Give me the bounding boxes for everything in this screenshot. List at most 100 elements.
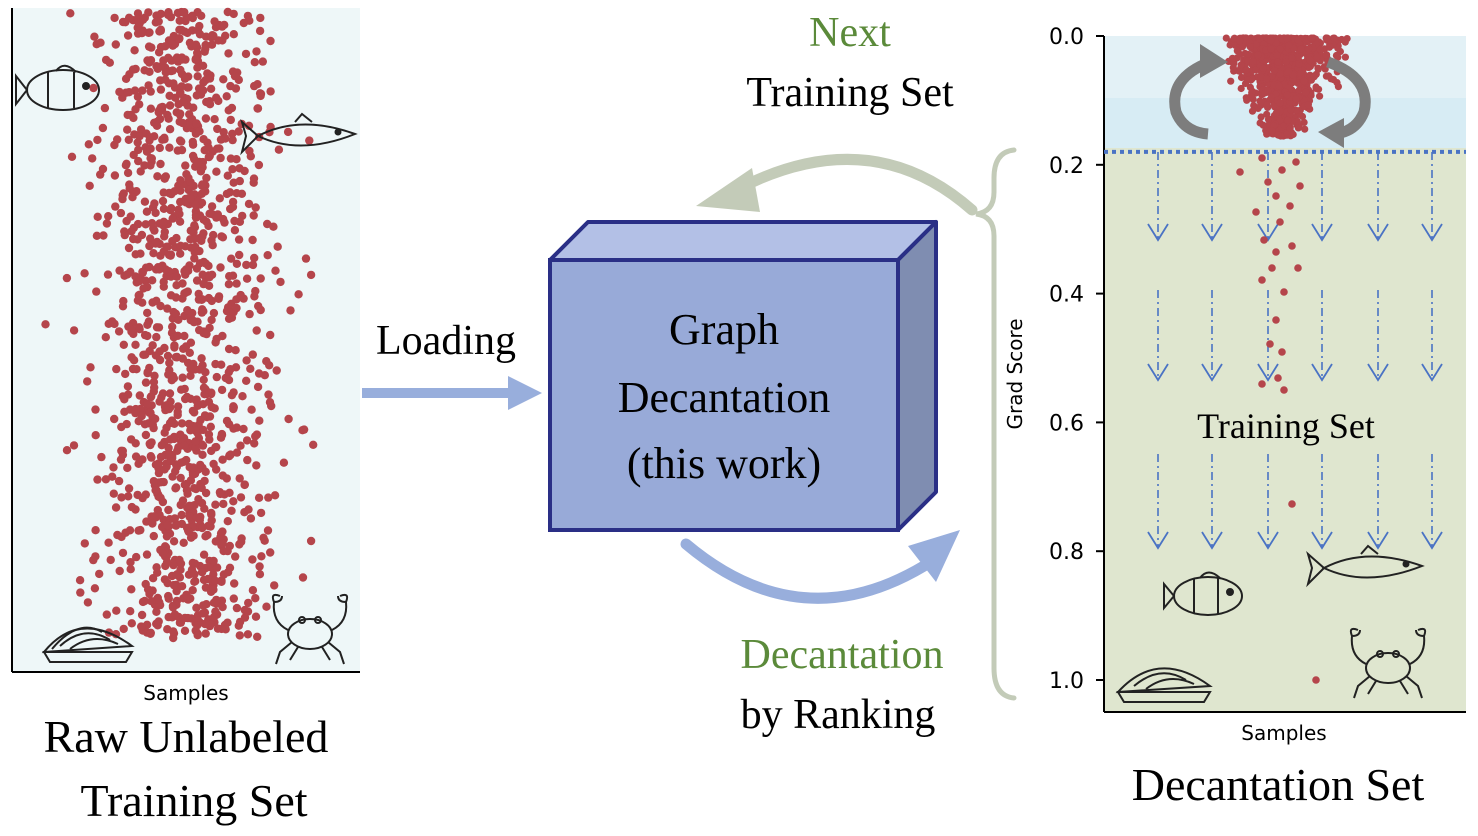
- scatter-dot: [240, 605, 249, 615]
- scatter-dot: [80, 539, 90, 548]
- scatter-dot: [175, 34, 184, 43]
- scatter-dot: [234, 235, 244, 244]
- scatter-dot: [229, 178, 238, 187]
- scatter-dot: [146, 628, 155, 637]
- scatter-dot: [231, 552, 240, 561]
- scatter-dot: [210, 115, 219, 124]
- scatter-dot: [143, 320, 152, 329]
- scatter-dot: [173, 407, 182, 417]
- scatter-dot: [212, 465, 221, 474]
- scatter-dot: [1286, 202, 1294, 210]
- swirl-arrow-right-icon: [1318, 56, 1371, 148]
- scatter-dot: [184, 527, 193, 537]
- scatter-dot: [186, 426, 195, 435]
- scatter-dot: [229, 403, 238, 412]
- scatter-dot: [180, 267, 189, 276]
- scatter-dot: [168, 472, 177, 481]
- scatter-dot: [163, 110, 172, 120]
- scatter-dot: [157, 441, 166, 450]
- scatter-dot: [171, 484, 180, 493]
- scatter-dot: [249, 174, 259, 183]
- scatter-dot: [190, 570, 199, 579]
- scatter-dot: [164, 443, 173, 453]
- scatter-dot: [211, 537, 220, 546]
- crab-icon: [1349, 627, 1427, 699]
- scatter-dot: [90, 584, 100, 593]
- scatter-dot: [1280, 386, 1288, 394]
- scatter-dot: [209, 585, 218, 594]
- decantation-label: Decantation: [741, 632, 944, 678]
- scatter-dot: [199, 135, 208, 144]
- scatter-dot: [1236, 168, 1244, 176]
- scatter-dot: [115, 566, 124, 576]
- scatter-dot: [211, 576, 220, 585]
- scatter-dot: [91, 405, 100, 414]
- scatter-dot: [156, 452, 166, 462]
- scatter-dot: [1286, 124, 1294, 133]
- scatter-dot: [121, 74, 131, 84]
- scatter-dot: [224, 344, 234, 354]
- scatter-dot: [220, 20, 229, 30]
- scatter-dot: [186, 364, 195, 373]
- scatter-dot: [198, 180, 207, 189]
- scatter-dot: [250, 58, 259, 67]
- scatter-dot: [263, 251, 272, 260]
- scatter-dot: [184, 83, 193, 92]
- scatter-dot: [123, 110, 132, 120]
- scatter-dot: [263, 526, 273, 535]
- scatter-dot: [215, 488, 225, 497]
- scatter-dot: [1284, 116, 1292, 124]
- right-x-axis-label: Samples: [1241, 721, 1326, 745]
- scatter-dot: [180, 331, 189, 341]
- scatter-dot: [183, 489, 192, 498]
- scatter-dot: [108, 317, 117, 326]
- scatter-dot: [223, 568, 233, 577]
- scatter-dot: [266, 36, 275, 46]
- scatter-dot: [177, 582, 187, 591]
- scatter-dot: [170, 610, 180, 619]
- scatter-dot: [218, 527, 227, 536]
- scatter-dot: [229, 424, 238, 433]
- scatter-dot: [156, 493, 165, 502]
- down-arrow: [1421, 290, 1443, 382]
- scatter-dot: [120, 230, 129, 240]
- scatter-dot: [235, 631, 244, 640]
- scatter-dot: [164, 612, 173, 622]
- down-arrow: [1201, 454, 1223, 550]
- scatter-dot: [1334, 53, 1342, 61]
- scatter-dot: [199, 307, 208, 316]
- scatter-dot: [224, 49, 233, 58]
- scatter-dot: [138, 267, 147, 277]
- scatter-dot: [248, 260, 258, 270]
- scatter-dot: [244, 598, 253, 608]
- scatter-dot: [1272, 316, 1280, 324]
- scatter-dot: [265, 398, 275, 407]
- scatter-dot: [159, 204, 169, 213]
- scatter-dot: [102, 610, 112, 619]
- down-arrow: [1311, 290, 1333, 382]
- left-caption-line2: Training Set: [80, 775, 307, 826]
- scatter-dot: [120, 395, 129, 404]
- scatter-dot: [1285, 41, 1293, 50]
- scatter-dot: [1300, 118, 1308, 126]
- scatter-dot: [279, 458, 289, 467]
- scatter-dot: [212, 442, 221, 452]
- scatter-dot: [163, 578, 172, 588]
- scatter-dot: [1275, 82, 1283, 90]
- scatter-dot: [239, 424, 248, 434]
- scatter-dot: [179, 538, 188, 547]
- scatter-dot: [134, 291, 143, 300]
- scatter-dot: [192, 264, 202, 273]
- clownfish-icon: [15, 64, 100, 111]
- scatter-dot: [193, 631, 202, 640]
- scatter-dot: [301, 254, 311, 263]
- scatter-dot: [123, 168, 133, 178]
- scatter-dot: [1274, 374, 1282, 382]
- scatter-dot: [195, 325, 204, 335]
- scatter-dot: [227, 391, 237, 400]
- scatter-dot: [199, 257, 208, 267]
- scatter-dot: [1268, 264, 1276, 272]
- scatter-dot: [102, 219, 112, 228]
- scatter-dot: [168, 603, 178, 612]
- scatter-dot: [211, 359, 220, 369]
